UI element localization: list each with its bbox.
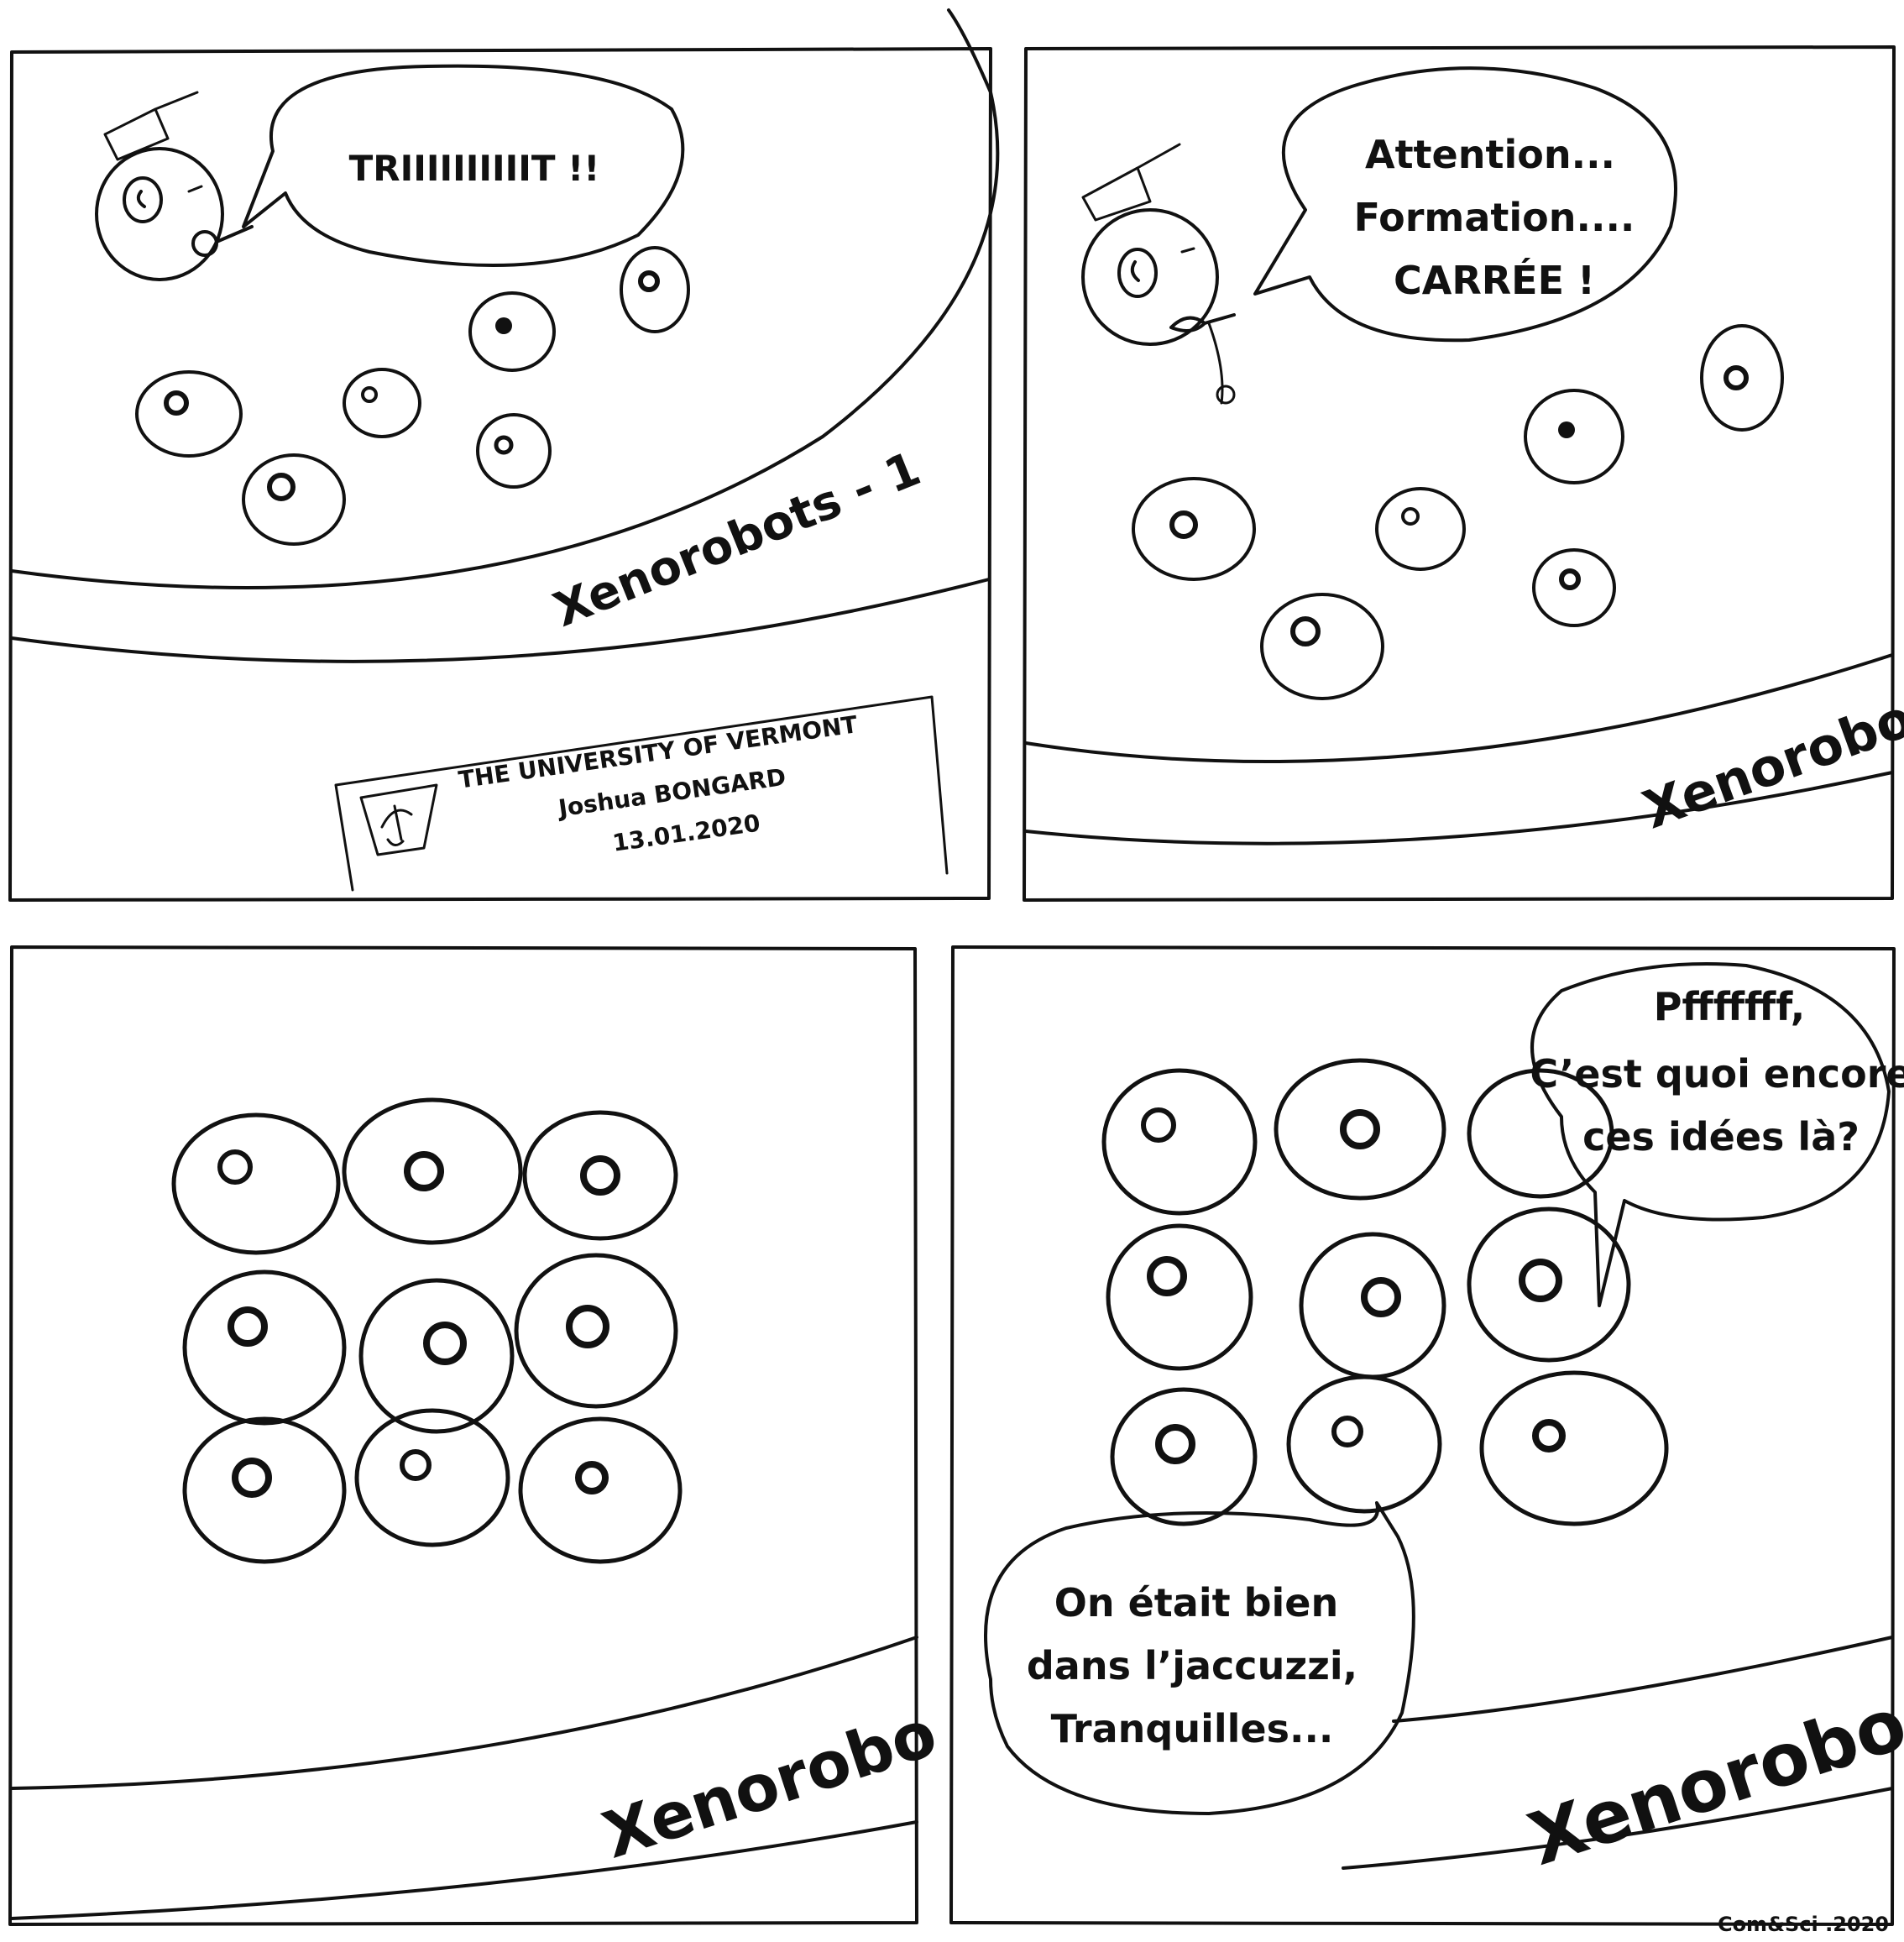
whistle-icon	[1169, 313, 1236, 332]
speech-balloon	[1253, 66, 1677, 343]
panel-4: Pfffffff, C’est quoi encore ces idées là…	[949, 945, 1904, 1926]
cell-grid	[171, 1097, 683, 1564]
cell	[242, 453, 346, 546]
speech-top-line-1: Pfffffff,	[1654, 984, 1805, 1029]
cell	[1274, 1058, 1446, 1201]
cell	[1479, 1370, 1669, 1526]
cell	[1132, 477, 1256, 581]
cell	[476, 413, 552, 489]
coach-character	[1081, 143, 1236, 405]
cell	[620, 246, 690, 333]
cell	[1260, 593, 1384, 700]
cell	[1532, 548, 1616, 627]
whistle-icon	[191, 225, 254, 257]
cell	[1467, 1068, 1614, 1199]
cell-group	[135, 246, 690, 546]
speech-balloon-bottom	[984, 1501, 1415, 1815]
panel-2: Attention... Formation.... CARRÉE ! Xeno…	[1023, 45, 1904, 902]
cell	[1700, 324, 1784, 432]
cell	[342, 1097, 523, 1245]
speech-text: TRIIIIIIIIIIT !!	[349, 148, 600, 189]
dish-label: Xenorobo	[1520, 1682, 1904, 1882]
cell	[1375, 487, 1466, 571]
cell	[1101, 1068, 1258, 1216]
speech-bottom-line-3: Tranquilles...	[1051, 1706, 1334, 1751]
speech-balloon-top	[1530, 962, 1891, 1307]
cell	[1110, 1387, 1258, 1526]
cell	[1299, 1232, 1446, 1379]
panel-1: TRIIIIIIIIIIT !! Xenorobots - 1 THE UNIV…	[8, 8, 1000, 902]
speech-bottom-line-2: dans l’jaccuzzi,	[1027, 1643, 1357, 1688]
panel-3: Xenorobo	[8, 945, 945, 1926]
speech-balloon	[242, 64, 685, 267]
speech-bottom-line-1: On était bien	[1054, 1580, 1339, 1625]
cell	[518, 1416, 683, 1564]
dish-label: Xenorobo	[1635, 687, 1904, 840]
speech-top-line-3: ces idées là?	[1582, 1114, 1860, 1159]
cell	[468, 291, 556, 372]
credit-text: Com&Sci .2020	[1718, 1913, 1889, 1936]
cell-group	[1132, 324, 1784, 700]
cell	[182, 1269, 347, 1426]
cell	[182, 1416, 347, 1564]
speech-text-line-1: Attention...	[1365, 132, 1615, 177]
speech-text-line-3: CARRÉE !	[1394, 258, 1595, 303]
cell	[1524, 389, 1624, 484]
cell	[171, 1112, 341, 1255]
cell	[135, 370, 243, 458]
cell	[1286, 1374, 1442, 1514]
cell	[343, 368, 421, 438]
cell-grid	[1101, 1058, 1669, 1526]
label-line-date: 13.01.2020	[611, 809, 762, 857]
cell	[354, 1408, 510, 1547]
cell	[514, 1253, 678, 1409]
coach-character	[95, 91, 254, 281]
cell	[358, 1278, 515, 1434]
speech-top-line-2: C’est quoi encore	[1530, 1051, 1904, 1097]
label-card	[334, 695, 949, 892]
cell	[1106, 1223, 1253, 1371]
university-logo-icon	[380, 804, 413, 846]
cell	[1467, 1207, 1631, 1363]
speech-text-line-2: Formation....	[1354, 195, 1635, 240]
cell	[522, 1110, 678, 1241]
